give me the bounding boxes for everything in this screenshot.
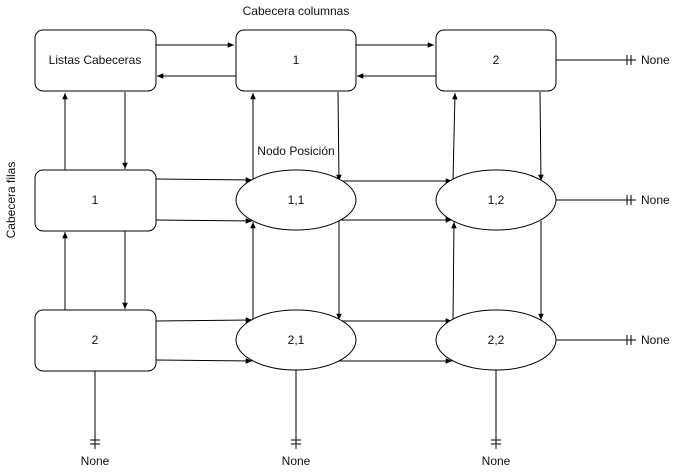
column-header-node-2[interactable]: 2 — [435, 29, 557, 92]
column-header-title: Cabecera columnas — [243, 4, 350, 18]
cell-label-r1c1: 1,1 — [288, 193, 305, 207]
arrow-col1-to-r1c1 — [336, 91, 342, 182]
none-label-r2c2-bottom: None — [482, 454, 511, 468]
row-header-node-1[interactable]: 1 — [34, 169, 157, 232]
cell-label-r2c2: 2,2 — [488, 333, 505, 347]
none-label-col2: None — [641, 53, 670, 67]
cell-node-r2c1[interactable]: 2,1 — [235, 309, 357, 371]
column-header-label-1: 1 — [293, 53, 300, 67]
arrow-col2-to-r1c2 — [538, 91, 544, 182]
terminator-r2c2-right — [556, 335, 636, 345]
arrow-r2c2-to-r1c2 — [451, 221, 457, 321]
terminator-r2c1-bottom — [291, 361, 301, 449]
row-header-title: Cabecera filas — [4, 162, 18, 239]
terminator-r2c2-bottom — [491, 361, 501, 449]
none-label-row2: None — [81, 454, 110, 468]
arrow-row2-to-r2c1-bottom — [155, 358, 253, 364]
cell-label-r1c2: 1,2 — [488, 193, 505, 207]
root-header-node[interactable]: Listas Cabeceras — [34, 29, 157, 92]
row-header-label-1: 1 — [92, 193, 99, 207]
cell-node-r2c2[interactable]: 2,2 — [435, 309, 557, 371]
arrow-row1-to-r1c1-bottom — [155, 218, 253, 224]
cell-node-r1c2[interactable]: 1,2 — [435, 169, 557, 231]
column-header-node-1[interactable]: 1 — [235, 29, 357, 92]
root-header-label: Listas Cabeceras — [49, 53, 142, 67]
terminator-r1c2-right — [556, 195, 636, 205]
none-label-r1c2: None — [641, 193, 670, 207]
arrow-r1c2-to-col2 — [452, 92, 458, 182]
connectors — [62, 42, 636, 449]
row-header-label-2: 2 — [92, 333, 99, 347]
arrow-row2-to-r2c1-top — [155, 317, 253, 323]
cell-label-r2c1: 2,1 — [288, 333, 305, 347]
column-header-label-2: 2 — [493, 53, 500, 67]
terminator-col2-right — [556, 55, 636, 65]
terminator-row2-bottom — [90, 371, 100, 449]
arrow-row1-to-r1c1-top — [155, 177, 253, 183]
node-position-label: Nodo Posición — [257, 144, 334, 158]
none-label-r2c1: None — [282, 454, 311, 468]
row-header-node-2[interactable]: 2 — [34, 309, 157, 372]
none-label-r2c2: None — [641, 333, 670, 347]
cell-node-r1c1[interactable]: 1,1 — [235, 169, 357, 231]
